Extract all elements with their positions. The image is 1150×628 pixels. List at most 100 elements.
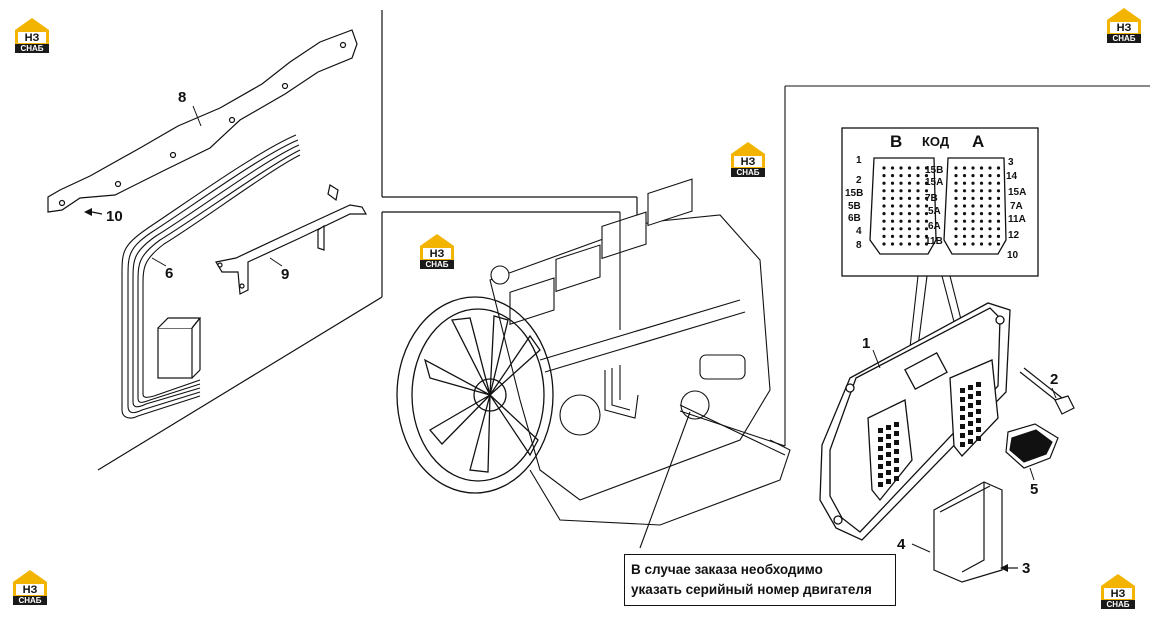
order-note-line-2: указать серийный номер двигателя xyxy=(631,582,872,597)
ecu-pin xyxy=(976,409,981,414)
connector-a-pin xyxy=(971,196,975,200)
connector-b-pin xyxy=(907,212,912,216)
connector-b-pin xyxy=(899,204,903,208)
pin-label-b-right-3: 5A xyxy=(928,206,941,217)
pin-label-b-right-5: 11B xyxy=(925,236,943,247)
connector-a-pin xyxy=(979,204,984,208)
connector-a-pin xyxy=(979,166,984,170)
connector-b-pin xyxy=(907,189,912,193)
harness-connector-block xyxy=(157,317,202,379)
connector-b-pin xyxy=(882,227,886,231)
connector-b-pin xyxy=(890,242,895,246)
ecu-to-engine-leaders xyxy=(619,85,1150,549)
ecu-pin xyxy=(968,403,973,408)
ecu-pin xyxy=(878,455,883,460)
ecu-pin xyxy=(968,412,973,417)
logo-text: НЗ xyxy=(1111,588,1126,600)
pin-label-a-right-5: 12 xyxy=(1008,230,1020,241)
connector-a-pin xyxy=(971,181,975,185)
connector-a-pin xyxy=(988,204,992,208)
connector-b-pin xyxy=(907,219,912,223)
bracket-strip-part-8 xyxy=(47,29,358,213)
logo-subtext: СНАБ xyxy=(736,168,759,177)
ecu-pin xyxy=(894,440,899,445)
connector-a-pin xyxy=(979,227,984,231)
connector-b-pin xyxy=(899,242,903,246)
connector-a-pin xyxy=(962,174,967,178)
pin-label-b-right-1: 15A xyxy=(925,177,943,188)
connector-a-pin xyxy=(971,242,975,246)
connector-b-pin xyxy=(890,204,895,208)
connector-a-pin xyxy=(954,212,958,216)
order-note-line-1: В случае заказа необходимо xyxy=(631,562,823,577)
connector-b-pin xyxy=(907,234,912,238)
connector-a-pin xyxy=(988,189,992,193)
connector-b-pin xyxy=(890,181,895,185)
leader-4 xyxy=(911,543,931,553)
connector-a-pin xyxy=(971,219,975,223)
connector-b-pin xyxy=(924,189,929,193)
connector-a-pin xyxy=(979,189,984,193)
connector-b-pin xyxy=(882,212,886,216)
connector-a-pin xyxy=(962,181,967,185)
connector-b-pin xyxy=(924,181,929,185)
connector-a-pin xyxy=(996,204,1001,208)
ecu-pin xyxy=(878,446,883,451)
connector-b-pin xyxy=(916,242,920,246)
logo-subtext: СНАБ xyxy=(18,596,41,605)
connector-a-pin xyxy=(996,196,1001,200)
connector-a-pin xyxy=(996,227,1001,231)
connector-b-pin xyxy=(924,212,929,216)
connector-a-pin xyxy=(954,166,958,170)
ecu-pin xyxy=(878,428,883,433)
connector-b-pin xyxy=(890,196,895,200)
connector-b-pin xyxy=(882,204,886,208)
leader-5 xyxy=(1029,467,1035,481)
connector-a-pin xyxy=(962,227,967,231)
callout-9: 9 xyxy=(281,266,289,283)
pin-label-b-left-5: 4 xyxy=(856,226,862,237)
logo-subtext: СНАБ xyxy=(1112,34,1135,43)
pin-label-a-right-0: 3 xyxy=(1008,157,1014,168)
connector-a-pin xyxy=(971,212,975,216)
connector-b-pin xyxy=(907,166,912,170)
connector-b-pin xyxy=(916,234,920,238)
ecu-pin xyxy=(976,427,981,432)
pin-label-a-right-6: 10 xyxy=(1007,250,1019,261)
connector-b-pin xyxy=(916,181,920,185)
leader-8 xyxy=(192,105,202,127)
connector-plug-part-5 xyxy=(1005,423,1059,469)
engine-fan xyxy=(396,296,554,494)
connector-b-pin xyxy=(882,166,886,170)
ecu-pin xyxy=(886,470,891,475)
connector-a-pin xyxy=(988,227,992,231)
logo-text: НЗ xyxy=(23,584,38,596)
pin-label-b-left-1: 2 xyxy=(856,175,862,186)
pin-label-b-left-3: 5B xyxy=(848,201,861,212)
connector-a-pin xyxy=(996,234,1001,238)
connector-a-pin xyxy=(962,219,967,223)
connector-a-pin xyxy=(962,234,967,238)
connector-a-pin xyxy=(979,181,984,185)
ecu-connector-pins xyxy=(878,382,981,487)
connector-a-pin xyxy=(988,242,992,246)
connector-label-b: B xyxy=(890,132,902,151)
connector-b-pin xyxy=(924,166,929,170)
connector-a-pin xyxy=(988,234,992,238)
connector-b-pin xyxy=(890,189,895,193)
ecu-pin xyxy=(878,437,883,442)
connector-a-pin xyxy=(971,189,975,193)
connector-b-pin xyxy=(890,212,895,216)
connector-b-pin xyxy=(916,219,920,223)
connector-a-pin xyxy=(971,174,975,178)
pin-label-b-left-2: 15B xyxy=(845,188,863,199)
connector-b-pin xyxy=(924,242,929,246)
connector-b-pin xyxy=(882,242,886,246)
pin-label-b-right-4: 6A xyxy=(928,221,941,232)
connector-a-pin xyxy=(996,242,1001,246)
connector-a-pin xyxy=(996,212,1001,216)
connector-b-pin xyxy=(882,181,886,185)
connector-a-pin xyxy=(954,234,958,238)
